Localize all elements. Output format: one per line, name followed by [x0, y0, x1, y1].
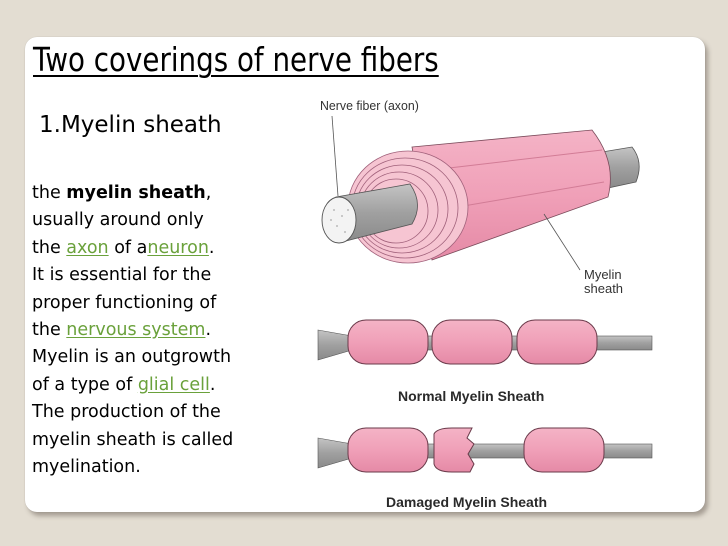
body-line: of a type of glial cell. — [32, 372, 322, 399]
section-heading: 1.Myelin sheath — [39, 112, 222, 138]
body-line: the nervous system. — [32, 317, 322, 344]
text: of a type of — [32, 374, 138, 395]
normal-sheath-caption: Normal Myelin Sheath — [398, 388, 545, 404]
myelin-label-line: Myelin — [584, 267, 622, 282]
bold-term: myelin sheath — [66, 183, 206, 203]
body-line: the axon of aneuron. — [32, 235, 322, 262]
damaged-sheath-caption: Damaged Myelin Sheath — [386, 494, 548, 510]
body-line: usually around only — [32, 210, 204, 231]
myelin-label-line: sheath — [584, 281, 624, 296]
body-line: proper functioning of — [32, 292, 217, 313]
link-neuron[interactable]: neuron — [147, 237, 209, 258]
body-line: the myelin sheath, — [32, 180, 322, 207]
link-glial-cell[interactable]: glial cell — [137, 374, 210, 395]
text: , — [205, 183, 212, 203]
text: the — [32, 183, 67, 203]
body-paragraph: the myelin sheath, usually around only t… — [32, 180, 322, 481]
body-line: myelin sheath is called — [32, 429, 234, 450]
myelin-label: Myelin sheath — [584, 268, 623, 296]
text: of a — [108, 237, 148, 258]
link-nervous-system[interactable]: nervous system — [66, 320, 206, 341]
body-line: It is essential for the — [32, 265, 212, 286]
body-line: The production of the — [32, 402, 221, 423]
text: . — [205, 320, 212, 341]
text: . — [208, 237, 215, 258]
myelin-sheath-figure: Nerve fiber (axon) Myelin sheath Normal … — [312, 92, 702, 512]
text: the — [32, 320, 67, 341]
text: . — [209, 374, 216, 395]
normal-sheath — [317, 319, 653, 365]
damaged-sheath — [317, 427, 653, 473]
body-line: myelination. — [32, 457, 141, 478]
text: the — [32, 237, 67, 258]
axon-label: Nerve fiber (axon) — [320, 98, 419, 113]
link-axon[interactable]: axon — [66, 237, 109, 258]
slide-title: Two coverings of nerve fibers — [33, 40, 439, 79]
nerve-fiber-illustration — [317, 115, 653, 473]
body-line: Myelin is an outgrowth — [32, 347, 232, 368]
